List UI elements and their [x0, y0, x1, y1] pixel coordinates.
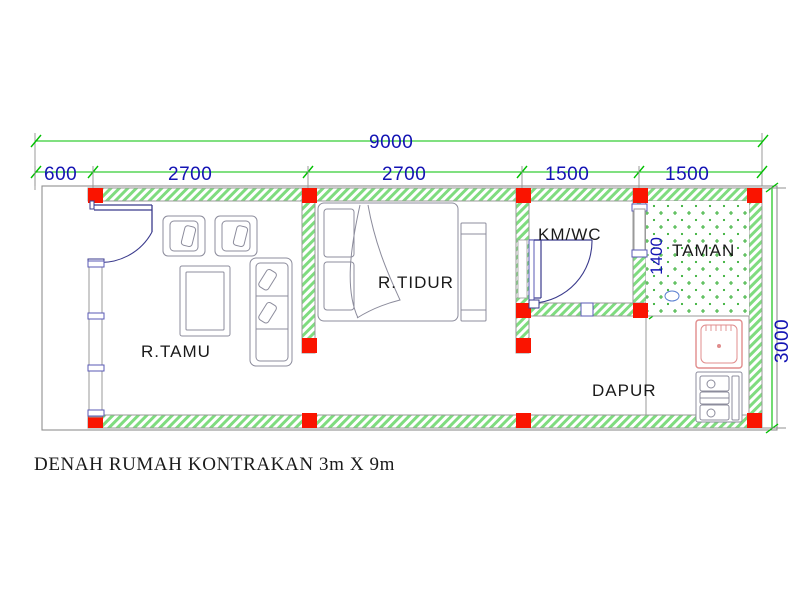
room-label-dapur: DAPUR [592, 381, 657, 400]
wall-partition-tamu-tidur [301, 187, 316, 354]
drawing-title: DENAH RUMAH KONTRAKAN 3m X 9m [34, 454, 395, 475]
column-5 [747, 188, 762, 203]
dim-label-1500-a: 1500 [545, 164, 589, 185]
sofa-three-seat [249, 257, 293, 367]
armchair-left [162, 215, 206, 257]
sink [695, 319, 743, 369]
columns [88, 188, 762, 428]
garden-door [580, 302, 594, 317]
room-label-kmwc: KM/WC [538, 225, 602, 244]
column-3 [516, 188, 531, 203]
drawing-frame [41, 185, 778, 431]
column-4 [633, 188, 648, 203]
furniture-living-room [162, 215, 293, 367]
dim-label-2700-a: 2700 [168, 164, 212, 185]
column-12 [516, 413, 531, 428]
double-bed [317, 202, 459, 322]
wall-bottom [87, 414, 763, 429]
garden-window [631, 203, 648, 258]
room-label-taman: TAMAN [672, 241, 735, 260]
column-9 [633, 303, 648, 318]
dim-label-2700-b: 2700 [382, 164, 426, 185]
stove [695, 371, 743, 423]
coffee-table [179, 265, 231, 337]
wall-right [748, 187, 763, 429]
column-6 [302, 338, 317, 353]
wall-top [87, 187, 763, 202]
floor-drain-icon [664, 290, 680, 302]
openings [87, 200, 648, 418]
living-room-window [87, 260, 105, 418]
armchair-right [214, 215, 258, 257]
column-7 [516, 338, 531, 353]
dim-label-1500-b: 1500 [665, 164, 709, 185]
km-wc-door [528, 239, 593, 309]
dim-label-600: 600 [44, 164, 77, 185]
furniture-kitchen [695, 319, 743, 423]
furniture-bedroom [317, 202, 487, 322]
dimension-lines [30, 133, 786, 434]
garden-area [645, 201, 749, 415]
dim-label-1400: 1400 [647, 237, 666, 275]
column-13 [747, 413, 762, 428]
column-2 [302, 188, 317, 203]
wardrobe [460, 222, 487, 322]
column-1 [88, 188, 103, 203]
column-11 [302, 413, 317, 428]
dim-label-9000: 9000 [369, 132, 413, 153]
room-label-tidur: R.TIDUR [378, 273, 454, 292]
column-8 [516, 303, 531, 318]
room-label-tamu: R.TAMU [141, 342, 211, 361]
dim-label-3000: 3000 [772, 319, 793, 363]
